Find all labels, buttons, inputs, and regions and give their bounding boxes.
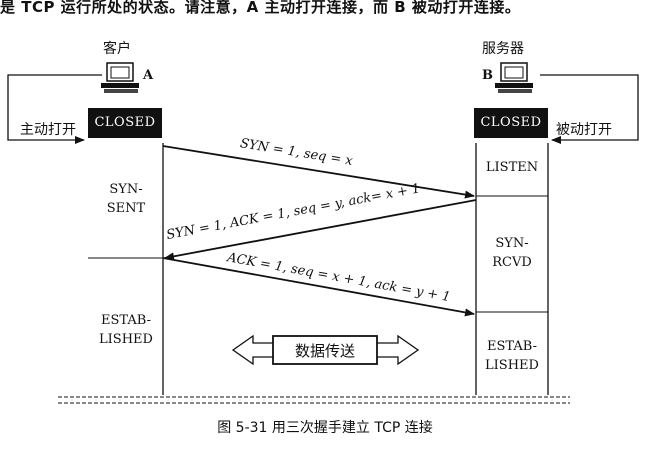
- server-state-established: ESTAB- LISHED: [485, 339, 539, 373]
- client-host-label: A: [143, 68, 154, 83]
- server-closed-state: CLOSED: [474, 108, 548, 138]
- server-label: 服务器: [482, 41, 524, 57]
- client-computer-icon: [101, 62, 139, 93]
- data-transfer-label: 数据传送: [294, 342, 355, 360]
- figure-caption: 图 5-31 用三次握手建立 TCP 连接: [217, 420, 433, 436]
- ack-arrow: [162, 257, 475, 317]
- client-label: 客户: [103, 41, 131, 57]
- client-state-syn-sent: SYN- SENT: [106, 182, 146, 216]
- header-text-fragment: 是 TCP 运行所处的状态。请注意，A 主动打开连接，而 B 被动打开连接。: [0, 0, 521, 16]
- server-state-syn-rcvd: SYN- RCVD: [492, 236, 532, 270]
- server-open-label: 被动打开: [556, 122, 612, 138]
- client-open-loop: [7, 74, 102, 144]
- server-state-listen: LISTEN: [485, 160, 539, 175]
- server-host-label: B: [482, 68, 493, 83]
- syn-arrow: [162, 145, 475, 199]
- server-computer-icon: [495, 62, 533, 93]
- server-open-loop: [540, 74, 639, 144]
- client-state-established: ESTAB- LISHED: [99, 313, 153, 347]
- data-transfer-double-arrow: [231, 334, 420, 366]
- syn-ack-arrow: [164, 199, 477, 261]
- client-closed-state: CLOSED: [88, 108, 162, 138]
- client-open-label: 主动打开: [20, 122, 76, 138]
